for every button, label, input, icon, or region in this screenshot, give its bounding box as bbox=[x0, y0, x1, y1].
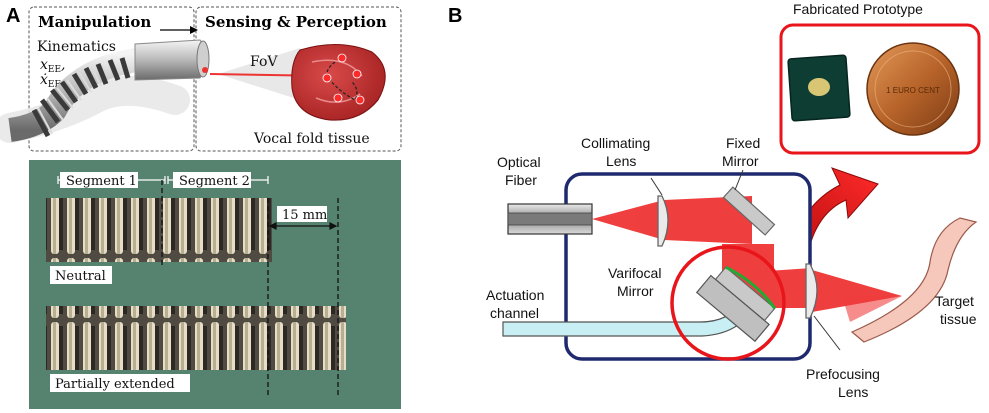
manipulation-title: Manipulation bbox=[38, 13, 151, 31]
fixed-label-1: Fixed bbox=[726, 135, 760, 151]
prototype-title: Fabricated Prototype bbox=[793, 1, 923, 17]
prefocusing-label-2: Lens bbox=[838, 384, 868, 400]
panel-a-letter: A bbox=[6, 5, 20, 27]
scan-point bbox=[352, 69, 362, 79]
prefocusing-lens bbox=[805, 263, 818, 319]
tissue-label: Vocal fold tissue bbox=[253, 131, 370, 147]
xdot-ee-label: ẋEE bbox=[40, 72, 61, 90]
prefocusing-label-1: Prefocusing bbox=[806, 366, 880, 382]
sensing-title: Sensing & Perception bbox=[205, 13, 387, 31]
fixed-label-2: Mirror bbox=[722, 153, 759, 169]
varifocal-highlight bbox=[670, 245, 786, 361]
x-ee-sep: , bbox=[61, 57, 65, 73]
optical-label-2: Fiber bbox=[505, 172, 537, 188]
x-ee-symbol: x bbox=[40, 57, 48, 73]
segment-1-label: Segment 1 bbox=[66, 174, 137, 189]
optical-label-1: Optical bbox=[497, 154, 541, 170]
scan-point bbox=[337, 53, 347, 63]
euro-coin bbox=[866, 42, 960, 136]
coil-photo: Segment 1 Segment 2 15 mm Neutral Partia… bbox=[29, 160, 401, 409]
fov-label: FoV bbox=[250, 54, 278, 70]
optical-fiber bbox=[507, 203, 593, 235]
segment-2-label: Segment 2 bbox=[179, 174, 250, 189]
collimating-label-2: Lens bbox=[606, 153, 636, 169]
fixed-mirror bbox=[722, 186, 776, 236]
xdot-ee-symbol: ẋ bbox=[40, 72, 48, 88]
manip-to-sensing-arrow bbox=[160, 26, 198, 34]
collimating-label-1: Collimating bbox=[581, 135, 650, 151]
coil-extended bbox=[46, 306, 346, 370]
scan-point bbox=[333, 93, 343, 103]
neutral-label: Neutral bbox=[55, 269, 106, 284]
varifocal-mirror bbox=[695, 265, 777, 343]
actuation-label-1: Actuation bbox=[486, 287, 544, 303]
sensing-box: Sensing & Perception FoV Vocal fold tiss… bbox=[195, 6, 402, 152]
target-label-2: tissue bbox=[940, 311, 977, 327]
target-tissue bbox=[850, 217, 978, 343]
xdot-ee-sub: EE bbox=[48, 80, 61, 90]
coin-denomination: 1 EURO CENT bbox=[886, 86, 940, 95]
panel-b-letter: B bbox=[448, 5, 462, 27]
varifocal-label-2: Mirror bbox=[617, 283, 654, 299]
scale-label: 15 mm bbox=[282, 208, 327, 223]
x-ee-label: xEE, bbox=[40, 57, 66, 75]
actuation-label-2: channel bbox=[490, 305, 539, 321]
mirror-membrane bbox=[808, 78, 830, 96]
coil-neutral bbox=[46, 198, 272, 262]
robot-arm bbox=[0, 39, 210, 143]
prefocusing-leader bbox=[813, 315, 841, 351]
prototype-box: Fabricated Prototype 1 EURO CENT bbox=[779, 1, 981, 155]
scan-point bbox=[322, 73, 332, 83]
extended-label: Partially extended bbox=[55, 377, 175, 392]
fixed-mirror-leader bbox=[734, 169, 744, 191]
kinematics-label: Kinematics bbox=[37, 39, 116, 55]
x-ee-sub: EE bbox=[48, 65, 61, 75]
scan-point bbox=[355, 95, 365, 105]
collimating-lens bbox=[657, 195, 669, 247]
target-label-1: Target bbox=[935, 293, 974, 309]
scan-path bbox=[326, 61, 358, 101]
collimating-leader bbox=[650, 177, 663, 196]
varifocal-label-1: Varifocal bbox=[608, 265, 661, 281]
